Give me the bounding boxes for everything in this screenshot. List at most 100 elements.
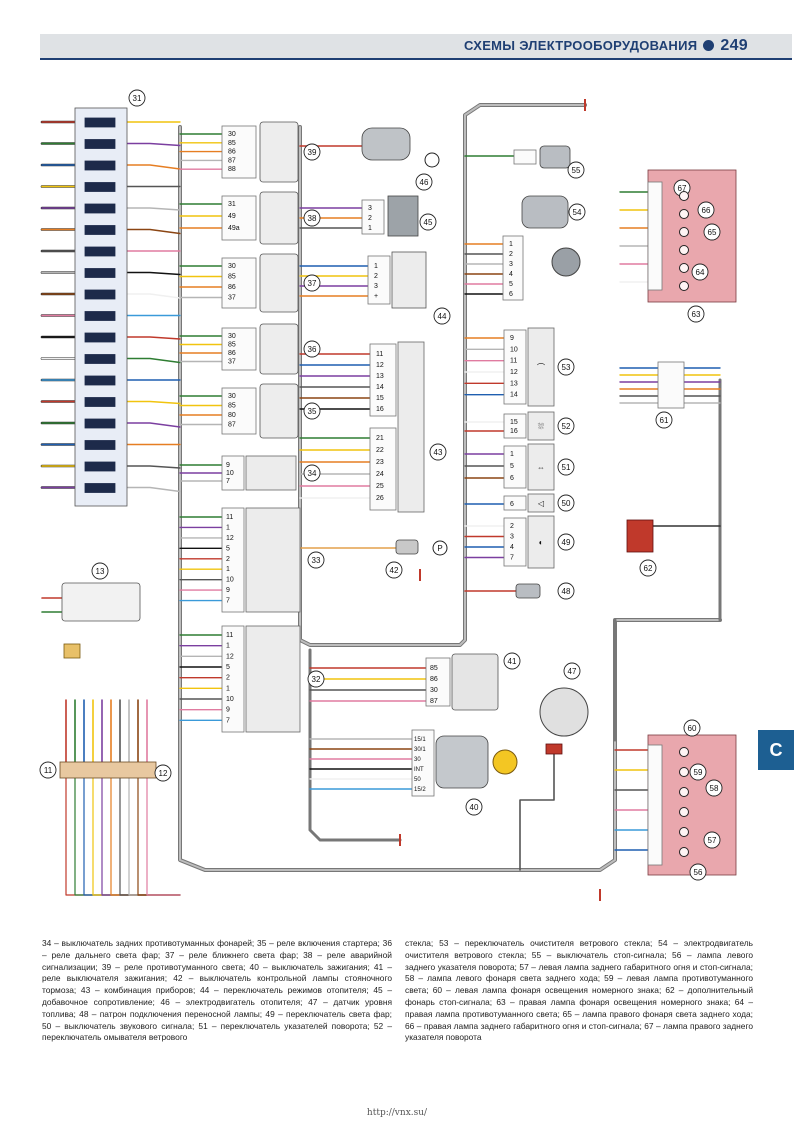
column-switch-icon-51: ⇔ [537,463,545,472]
column-switch-49 [527,515,555,569]
cluster-43a-pin: 11 [376,351,383,358]
ignition-switch-40-pin: 30 [414,757,421,763]
callout-label-67: 67 [678,184,687,193]
callout-42 [385,561,403,579]
switch-32-pin: 11 [226,632,233,639]
connector-11-wire-down [92,777,181,896]
callout-label-52: 52 [562,422,571,431]
rear-lamp-connector-60 [647,744,663,866]
connector-11-wire-down [110,777,181,896]
callout-45 [419,213,437,231]
relay-body-35 [259,383,299,439]
callout-label-13: 13 [96,567,105,576]
column-switch-53 [527,327,555,407]
lamp-60-bulb-icon [679,747,689,757]
fuse-output-wire-4 [126,207,181,211]
fuse-block-31 [74,107,128,507]
relay-38-pin: 49a [228,225,240,232]
callout-38 [303,209,321,227]
cluster-43a-pin: 12 [376,362,384,369]
callout-56 [689,863,707,881]
callout-13 [91,562,109,580]
callout-label-51: 51 [562,463,571,472]
relay-35-pin: 30 [228,393,236,400]
callout-label-44: 44 [438,312,447,321]
fuse-17 [84,483,116,493]
relay-body-38 [259,191,299,245]
fuse-0 [84,117,116,128]
lamp-63-bulb-icon [679,245,689,255]
callout-64 [691,263,709,281]
column-switch-51-pin: 6 [510,475,514,482]
wire-layer [40,103,722,896]
heater-switch-44 [391,251,427,309]
wiper-54-pin: 3 [509,261,513,268]
callout-label-12: 12 [159,769,168,778]
switch-32-pin: 1 [226,685,230,692]
switch-32-pin: 1 [226,643,230,650]
cluster-43a-pin: 15 [376,395,384,402]
fuse-7 [84,268,116,278]
switch-32-pin: 9 [226,707,230,714]
callout-label-48: 48 [562,587,571,596]
callout-40 [465,798,483,816]
lamp-60-bulb-icon [679,767,689,777]
cluster-connector-43b [369,427,397,511]
instrument-cluster-43 [397,341,425,513]
relay-39-pin: 87 [228,157,236,164]
parking-symbol-icon [432,540,448,556]
ignition-relay-41-pin: 87 [430,698,438,705]
callout-33 [307,551,325,569]
callout-label-60: 60 [688,724,697,733]
callout-54 [568,203,586,221]
column-switch-52 [527,411,555,441]
source-url[interactable]: http://vnx.su/ [366,1108,428,1118]
relay-36-pin: 86 [228,350,236,357]
callout-label-61: 61 [660,416,669,425]
high-stop-lamp-62 [626,519,654,553]
relay-35-pin: 80 [228,412,236,419]
relay-37-pin: 30 [228,263,236,270]
heater-switch-44-pin: + [374,293,378,300]
rear-connector-61 [657,361,685,409]
callout-48 [557,582,575,600]
lamp-60-bulb-icon [679,787,689,797]
ignition-relay-connector-41 [425,657,451,707]
switch-32-pin: 2 [226,675,230,682]
relay-connector-38 [221,195,257,241]
fuse-output-wire-5 [126,228,181,235]
callout-label-11: 11 [44,766,53,775]
column-switch-49-pin: 7 [510,555,514,562]
fuse-output-wire-8 [126,293,181,299]
callout-label-66: 66 [702,206,711,215]
callout-53 [557,358,575,376]
switch-32-pin: 12 [226,653,234,660]
fuse-output-wire-7 [126,271,181,276]
relay-connector-36 [221,327,257,371]
callout-label-31: 31 [133,94,142,103]
resistor-connector-45 [361,199,385,235]
wiper-54-pin: 4 [509,271,513,278]
column-switch-connector-53 [503,329,527,405]
fuse-11 [84,354,116,364]
relay-39-pin: 88 [228,166,236,173]
callout-label-56: 56 [694,868,703,877]
column-switch-53-pin: 11 [510,358,517,365]
wiper-54-pin: 2 [509,251,513,258]
switch-body-33 [245,507,301,613]
callout-label-32: 32 [312,675,321,684]
callout-label-38: 38 [308,214,317,223]
cluster-43a-pin: 16 [376,406,384,413]
fuse-output-wire-2 [126,164,181,170]
column-switch-53-pin: 9 [510,335,514,342]
switch-33-pin: 5 [226,545,230,552]
page-number: 249 [720,37,748,54]
relay-body-37 [259,253,299,313]
fuse-9 [84,311,116,321]
callout-59 [689,763,707,781]
header-rule [40,58,792,60]
section-tab[interactable]: C [758,730,794,770]
column-switch-connector-51 [503,445,527,489]
callout-34 [303,464,321,482]
